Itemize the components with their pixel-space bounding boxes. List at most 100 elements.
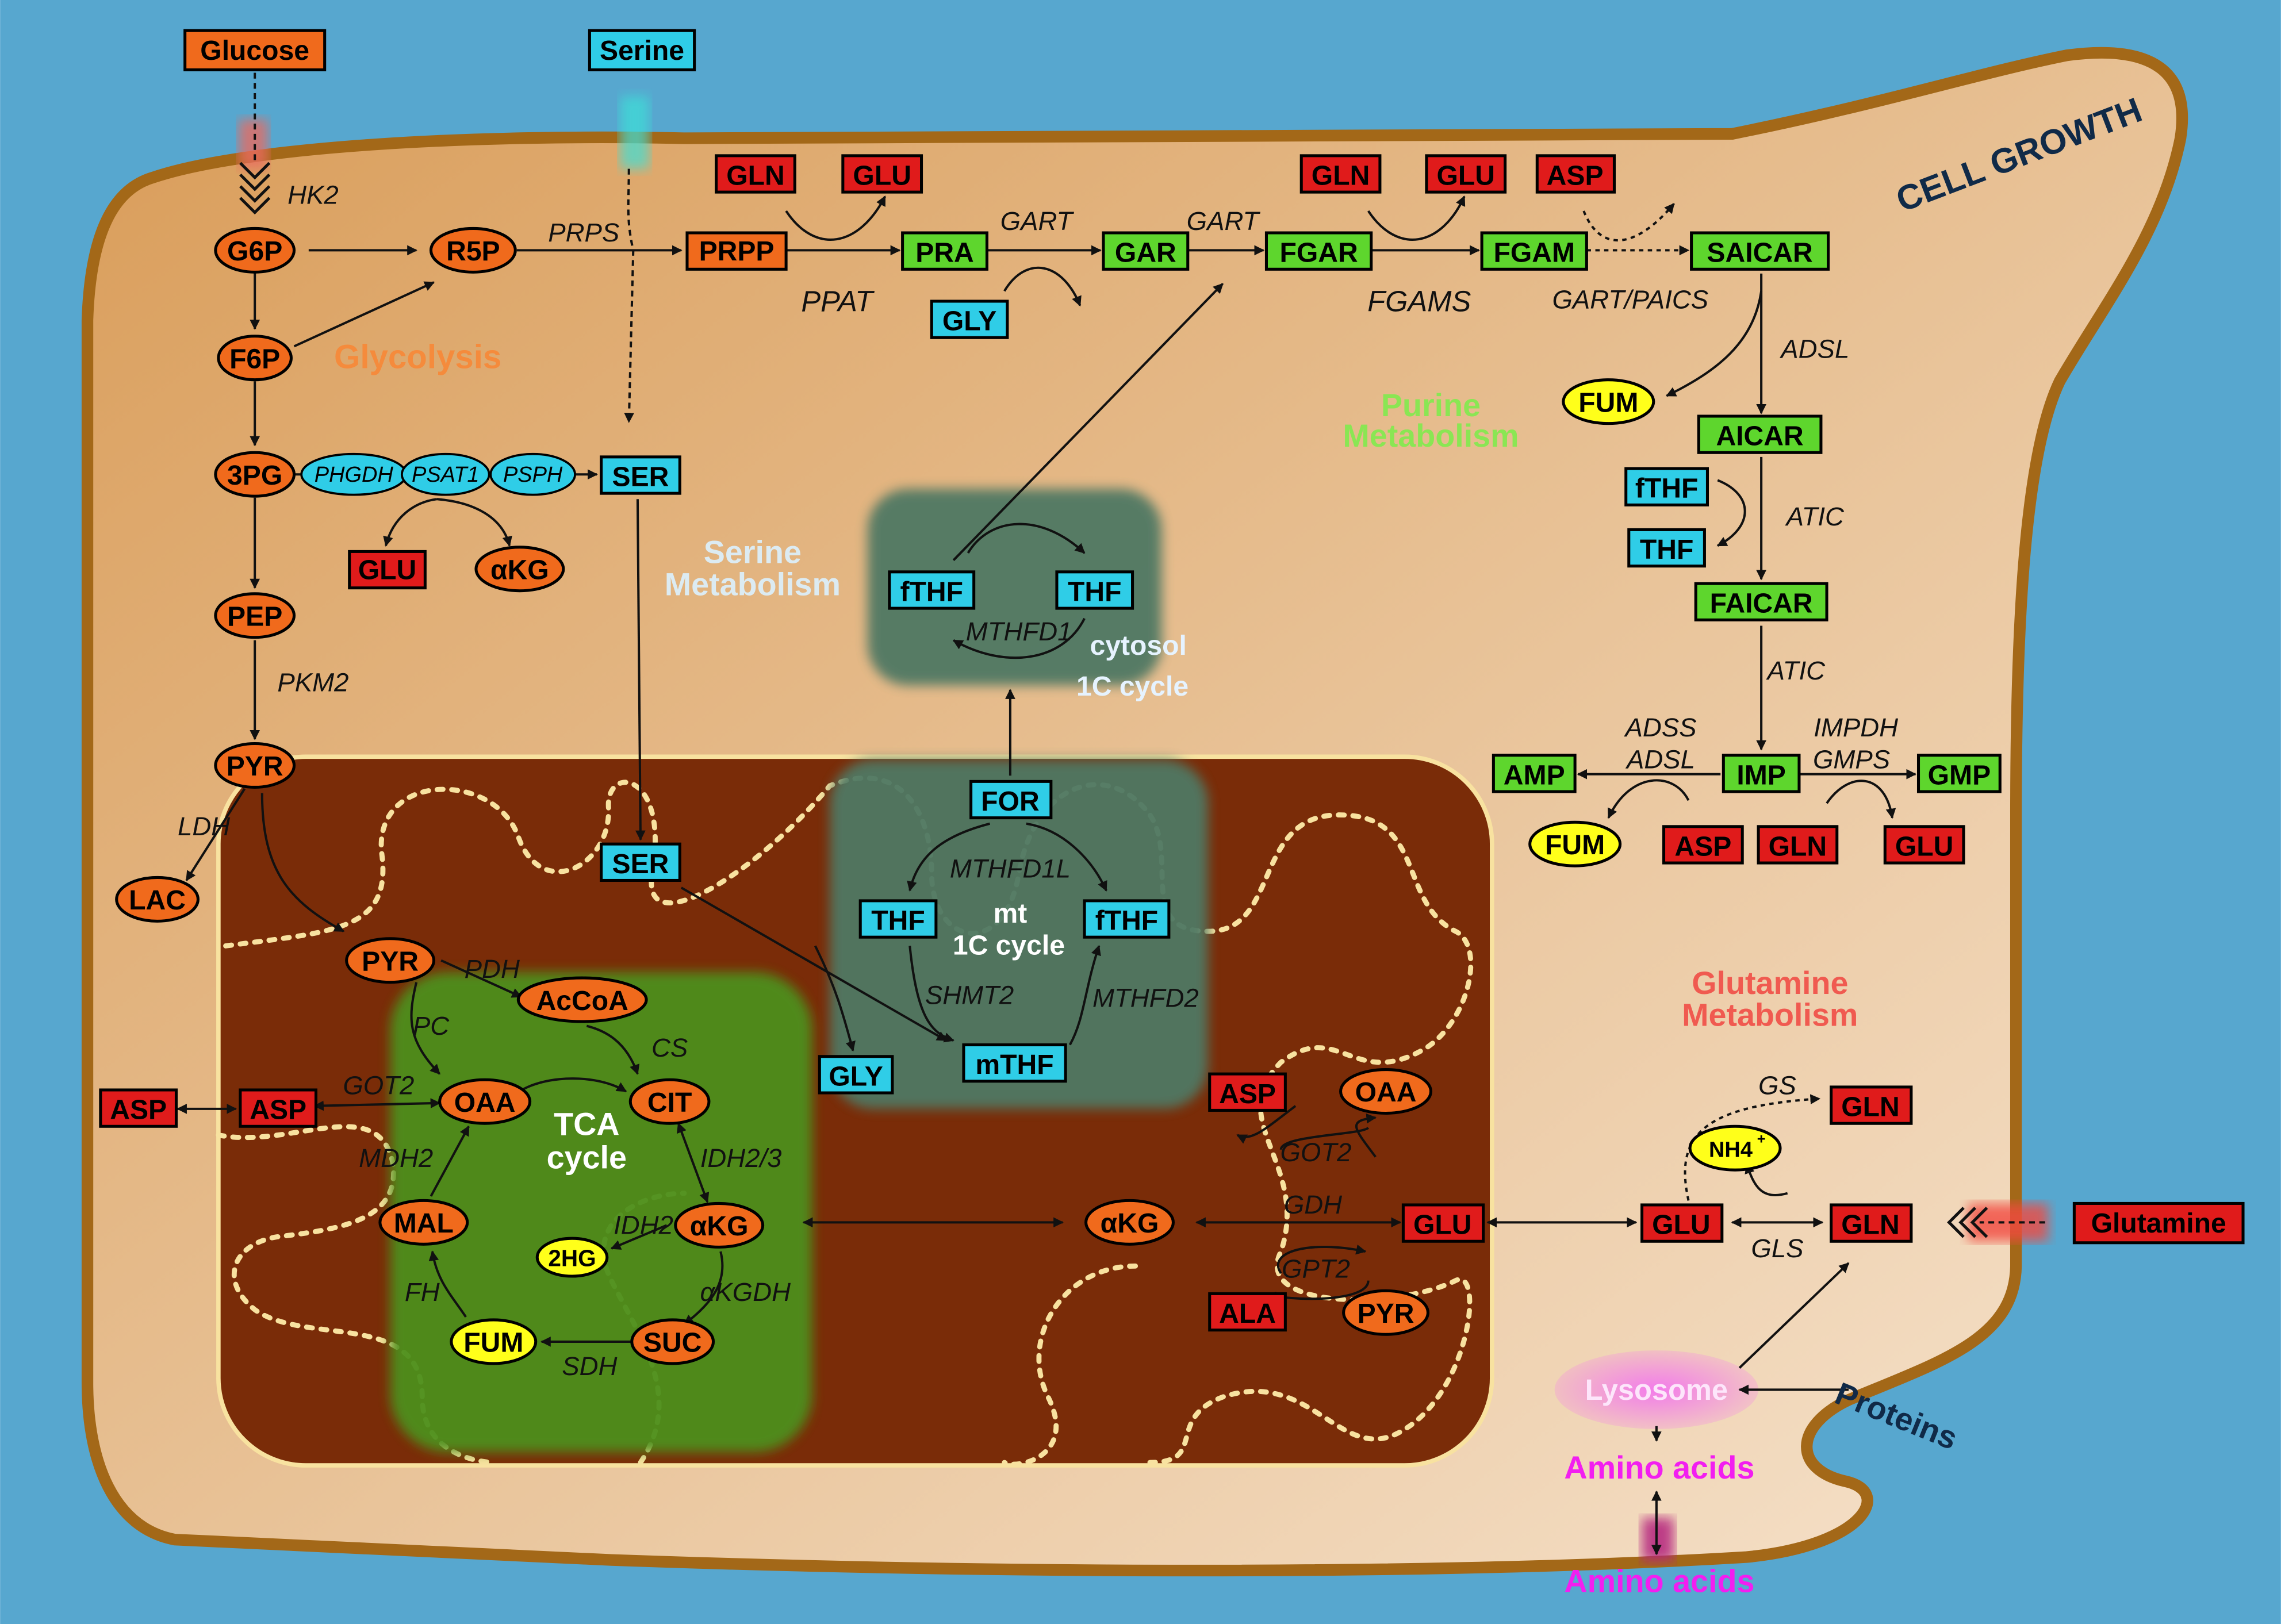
- node-glu-mito: [1401, 1203, 1485, 1243]
- phgdh-text: PHGDH: [315, 463, 394, 487]
- lac-text: LAC: [129, 885, 186, 916]
- lysosome: [1554, 1350, 1759, 1429]
- node-pyr-mito: [345, 937, 436, 984]
- enzyme-gpt2: GPT2: [1282, 1254, 1350, 1284]
- node-akg-tca: [674, 1201, 765, 1249]
- glutamine-label-2: Metabolism: [1682, 997, 1858, 1033]
- enzyme-mthfd2: MTHFD2: [1092, 984, 1199, 1013]
- enzyme-cs: CS: [651, 1033, 688, 1062]
- f6p-text: F6P: [229, 343, 280, 374]
- enzyme-pdh: PDH: [465, 954, 520, 984]
- cit-text: CIT: [647, 1087, 692, 1118]
- serine-transporter: [620, 96, 650, 169]
- oaa-r-text: OAA: [1355, 1077, 1417, 1108]
- node-thf-cyto: [1055, 570, 1134, 610]
- node-prpp: [685, 231, 788, 271]
- fum1-text: FUM: [1578, 387, 1638, 418]
- enzyme-idh2: IDH2: [614, 1211, 673, 1240]
- enzyme-got2a: GOT2: [343, 1071, 414, 1100]
- glu2-text: GLU: [1437, 160, 1496, 191]
- node-gln1: [715, 154, 796, 194]
- psat1-text: PSAT1: [412, 463, 479, 487]
- for-text: FOR: [981, 786, 1040, 817]
- glycolysis-label: Glycolysis: [334, 338, 501, 375]
- gln1-text: GLN: [726, 160, 785, 191]
- prpp-text: PRPP: [699, 236, 775, 267]
- suc-text: SUC: [643, 1327, 702, 1358]
- enzyme-gs: GS: [1758, 1071, 1796, 1100]
- enzyme-prps: PRPS: [548, 218, 619, 247]
- node-fgar: [1264, 231, 1373, 271]
- node-2hg: [535, 1237, 609, 1278]
- nh4-text: NH4: [1709, 1138, 1753, 1162]
- serine-label-1: Serine: [704, 535, 802, 570]
- fthf-p-text: fTHF: [1635, 473, 1698, 504]
- node-glu3: [1883, 825, 1965, 865]
- node-r5p: [429, 226, 517, 274]
- g6p-text: G6P: [227, 236, 282, 267]
- node-fthf-cyto: [888, 570, 976, 610]
- enzyme-mthfd1l: MTHFD1L: [950, 854, 1071, 883]
- node-ala: [1208, 1292, 1287, 1332]
- node-asp-out: [99, 1088, 178, 1128]
- node-gln-top: [1830, 1085, 1913, 1125]
- fgar-text: FGAR: [1279, 237, 1358, 268]
- glucose-transporter: [239, 119, 268, 169]
- imp-text: IMP: [1736, 759, 1785, 790]
- node-accoa: [516, 976, 648, 1023]
- fthf-mt-text: fTHF: [1095, 905, 1158, 936]
- glutamine-label-1: Glutamine: [1692, 965, 1848, 1001]
- oaa-text: OAA: [454, 1087, 516, 1118]
- node-glu2: [1425, 154, 1507, 194]
- mt-cycle-label-1: mt: [994, 898, 1028, 929]
- enzyme-mthfd1: MTHFD1: [966, 617, 1072, 646]
- r5p-text: R5P: [446, 236, 500, 267]
- amino-acid-transporter: [1642, 1518, 1674, 1562]
- asp-text: ASP: [1547, 160, 1604, 191]
- cytosol-1c-zone: [867, 489, 1162, 686]
- enzyme-gart1: GART: [1000, 206, 1075, 236]
- node-gly-mt: [818, 1055, 894, 1095]
- mal-text: MAL: [394, 1208, 454, 1239]
- node-suc: [630, 1318, 715, 1365]
- node-gly: [930, 300, 1009, 339]
- purine-label-1: Purine: [1381, 387, 1481, 423]
- node-fum2: [1528, 820, 1622, 867]
- enzyme-gart2: GART: [1187, 206, 1261, 236]
- 3pg-text: 3PG: [227, 460, 282, 491]
- fum-tca-text: FUM: [463, 1327, 523, 1358]
- node-fum-tca: [450, 1318, 538, 1365]
- amino-acids-outside: Amino acids: [1564, 1563, 1754, 1599]
- node-asp-in: [239, 1088, 318, 1128]
- pyr-mito-text: PYR: [362, 946, 419, 977]
- enzyme-adsl2: ADSL: [1625, 745, 1695, 774]
- asp-r-text: ASP: [1219, 1078, 1276, 1109]
- node-amp: [1492, 754, 1577, 793]
- enzyme-fgams: FGAMS: [1367, 285, 1471, 318]
- node-pep: [214, 592, 296, 639]
- enzyme-sdh: SDH: [562, 1352, 617, 1381]
- enzyme-ldh: LDH: [178, 812, 230, 841]
- enzyme-gart-paics: GART/PAICS: [1552, 285, 1708, 314]
- glu1-text: GLU: [853, 160, 911, 191]
- enzyme-got2b: GOT2: [1281, 1138, 1352, 1167]
- enzyme-adsl1: ADSL: [1779, 335, 1849, 364]
- node-glu-cyto: [1640, 1203, 1724, 1243]
- mthf-text: mTHF: [975, 1049, 1053, 1080]
- node-for: [969, 780, 1053, 820]
- enzyme-pc: PC: [413, 1011, 450, 1041]
- enzyme-gls: GLS: [1751, 1234, 1803, 1263]
- 2hg-text: 2HG: [548, 1245, 596, 1271]
- node-fum1: [1562, 378, 1655, 425]
- node-pra: [901, 231, 988, 271]
- enzyme-gdh: GDH: [1284, 1190, 1342, 1219]
- glutamine-source: Glutamine: [2072, 1201, 2245, 1245]
- node-ser-mito: [600, 842, 681, 882]
- enzyme-gmps: GMPS: [1813, 745, 1890, 774]
- asp-in-text: ASP: [250, 1095, 306, 1126]
- node-gmp: [1916, 754, 2002, 793]
- node-asp: [1535, 154, 1616, 194]
- glucose-label: Glucose: [200, 35, 309, 66]
- accoa-text: AcCoA: [536, 985, 628, 1016]
